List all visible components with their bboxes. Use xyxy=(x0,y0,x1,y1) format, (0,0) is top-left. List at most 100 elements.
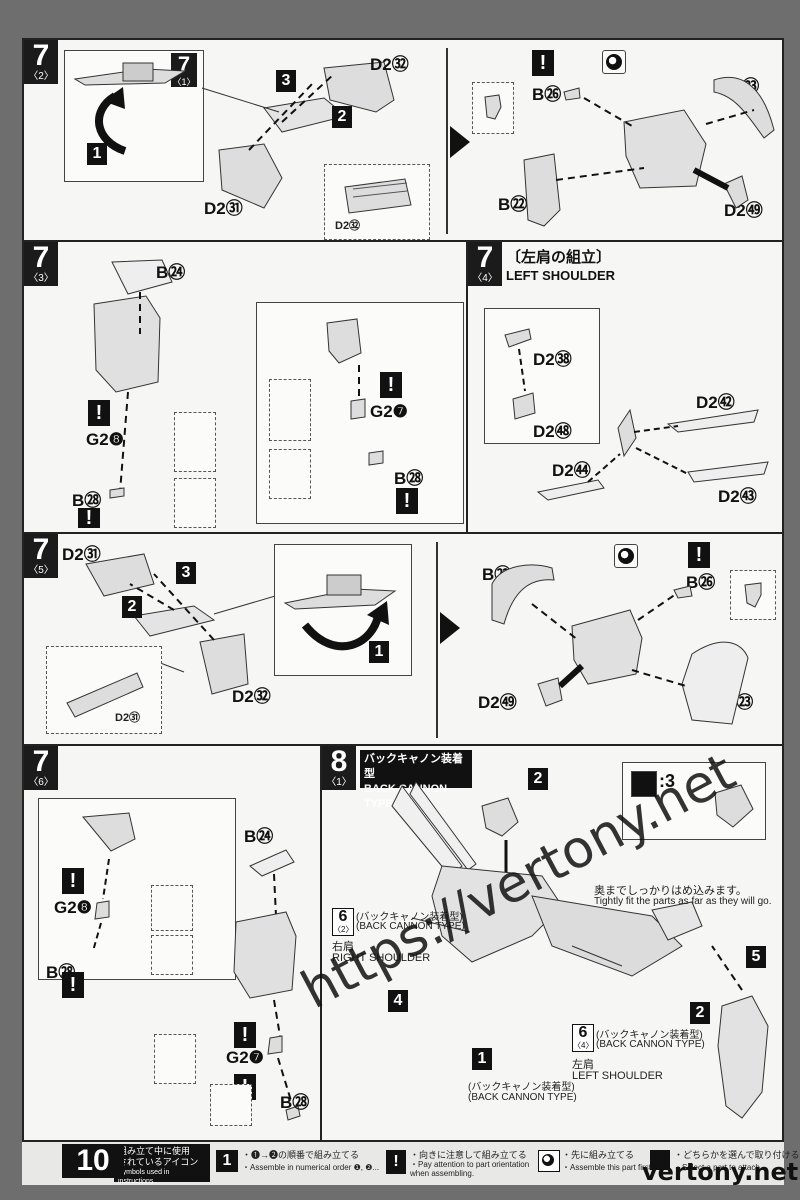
rotate-part-drawing xyxy=(73,62,187,155)
callout-box: D2㊳ D2㊽ xyxy=(484,308,600,444)
part-label: D2㉛ xyxy=(115,712,141,724)
order-number: 1 xyxy=(87,143,107,165)
section-title-en: BACK CANNON TYPE xyxy=(364,783,448,810)
part-label: D2㉛ xyxy=(204,199,243,218)
ref-left-part-en: LEFT SHOULDER xyxy=(572,1070,663,1082)
detail-box xyxy=(174,412,216,472)
panel-step-7-3: 7 〈3〉 B㉔ ! G2❽ B㉘ ! ! G2❼ B㉘ xyxy=(22,240,468,534)
select-part-icon xyxy=(650,1150,670,1170)
step-badge: 7 〈6〉 xyxy=(24,746,58,790)
part-label: D2㊽ xyxy=(533,422,572,441)
assemble-first-icon xyxy=(538,1150,560,1172)
assemble-first-icon xyxy=(602,50,626,74)
assembly-drawing-left xyxy=(201,61,395,209)
step-badge: 7 〈3〉 xyxy=(24,242,58,286)
part-label: G2❽ xyxy=(86,430,124,449)
order-number: 4 xyxy=(388,990,408,1012)
icon-legend: 組み立て中に使用 されているアイコン Symbols used in instr… xyxy=(22,1140,800,1185)
panel-step-7-4: 7 〈4〉 〔左肩の組立〕 LEFT SHOULDER D2㊳ D2㊽ D2㊷ … xyxy=(466,240,784,534)
exclamation-icon: ! xyxy=(62,868,84,894)
legend-item: ・先に組み立てる ・Assemble this part first. xyxy=(536,1144,653,1182)
order-number: 2 xyxy=(528,768,548,790)
section-title-jp: 〔左肩の組立〕 xyxy=(506,249,612,266)
legend-item: ・どちらかを選んで取り付ける ・Select a part to attach. xyxy=(648,1144,800,1182)
assembly-drawing-left xyxy=(85,553,283,695)
order-number: 2 xyxy=(122,596,142,618)
detail-box: D2㉜ xyxy=(324,164,430,240)
part-label: B㉘ xyxy=(394,469,424,488)
step-badge: 8 〈1〉 xyxy=(322,746,356,790)
next-arrow xyxy=(450,126,470,158)
order-number: 2 xyxy=(332,106,352,128)
part-label: B㉖ xyxy=(686,573,716,592)
callout-box: 7 〈1〉 1 xyxy=(64,50,204,182)
detail-box xyxy=(154,1034,196,1084)
divider xyxy=(446,48,448,234)
step-badge: 7 〈2〉 xyxy=(24,40,58,84)
order-number: 1 xyxy=(472,1048,492,1070)
panel-step-8-1: 8 〈1〉 バックキャノン装着型 BACK CANNON TYPE 2 :3 xyxy=(320,744,784,1142)
part-label: B㉔ xyxy=(244,827,274,846)
part-label: D2㉜ xyxy=(335,220,361,232)
assembly-drawing xyxy=(233,849,301,1121)
part-label: B㉘ xyxy=(280,1093,310,1112)
detail-box xyxy=(269,379,311,441)
part-label: B㉒ xyxy=(498,195,528,214)
ref-right-en: (BACK CANNON TYPE) xyxy=(356,921,465,932)
exclamation-icon: ! xyxy=(234,1022,256,1048)
callout-box xyxy=(256,302,464,524)
legend-header: 組み立て中に使用 されているアイコン Symbols used in instr… xyxy=(114,1144,210,1185)
part-label: D2㊹ xyxy=(552,461,591,480)
order-number: 3 xyxy=(276,70,296,92)
detail-box xyxy=(269,449,311,499)
ref-step-badge: 6 〈2〉 xyxy=(332,908,354,936)
tighten-note-jp: 奥までしっかりはめ込みます。 xyxy=(594,885,747,897)
ref-left-part-jp: 左肩 xyxy=(572,1059,594,1071)
step-badge: 7 〈4〉 xyxy=(468,242,502,286)
part-label: B㉘ xyxy=(72,491,102,510)
panel-step-7-6: 7 〈6〉 ! G2❽ B㉘ ! B㉔ ! G2❼ xyxy=(22,744,322,1142)
next-arrow xyxy=(440,612,460,644)
exclamation-icon: ! xyxy=(62,972,84,998)
exclamation-icon: ! xyxy=(532,50,554,76)
exclamation-icon: ! xyxy=(386,1150,406,1174)
order-number: 3 xyxy=(176,562,196,584)
detail-box: D2㉛ xyxy=(46,646,162,734)
assembly-drawing xyxy=(536,408,769,501)
order-number: 1 xyxy=(369,641,389,663)
assemble-first-icon xyxy=(614,544,638,568)
order-number: 2 xyxy=(690,1002,710,1024)
part-label: D2㊾ xyxy=(478,693,517,712)
legend-item: 1 ・❶→❷の順番で組み立てる ・Assemble in numerical o… xyxy=(214,1144,382,1182)
ref-right-jp: (バックキャノン装着型) xyxy=(356,912,463,923)
detail-box xyxy=(151,885,193,931)
assembly-drawing xyxy=(93,259,173,499)
part-label: G2❼ xyxy=(226,1048,264,1067)
assembly-drawing xyxy=(391,781,769,1119)
exclamation-icon: ! xyxy=(396,488,418,514)
ref-right-part-jp: 右肩 xyxy=(332,941,354,953)
divider xyxy=(436,542,438,738)
manual-page: 7 〈2〉 7 〈1〉 1 2 3 D2㉜ xyxy=(22,38,800,1186)
step-badge: 7 〈5〉 xyxy=(24,534,58,578)
legend-item: ! ・向きに注意して組み立てる ・Pay attention to part o… xyxy=(384,1144,534,1182)
part-label: D2㊷ xyxy=(696,393,735,412)
ref-left-jp: (バックキャノン装着型) xyxy=(596,1030,703,1041)
detail-box xyxy=(210,1084,252,1126)
section-title-jp: バックキャノン装着型 xyxy=(364,753,463,780)
part-label: G2❼ xyxy=(370,402,408,421)
detail-box xyxy=(472,82,514,134)
select-part-callout: :3 xyxy=(622,762,766,840)
numbered-order-icon: 1 xyxy=(216,1150,238,1172)
part-label: D2㊾ xyxy=(724,201,763,220)
detail-box xyxy=(730,570,776,620)
ref-left-en: (BACK CANNON TYPE) xyxy=(596,1039,705,1050)
bottom-note-jp: (バックキャノン装着型) xyxy=(468,1082,575,1093)
tighten-note-en: Tightly fit the parts as far as they wil… xyxy=(594,896,772,907)
detail-box xyxy=(174,478,216,528)
step-sub: 〈2〉 xyxy=(28,71,54,82)
assembly-drawing-right xyxy=(491,564,749,725)
select-part-icon xyxy=(631,771,657,797)
ref-step-badge: 6 〈4〉 xyxy=(572,1024,594,1052)
assembly-drawing-right xyxy=(523,76,775,227)
